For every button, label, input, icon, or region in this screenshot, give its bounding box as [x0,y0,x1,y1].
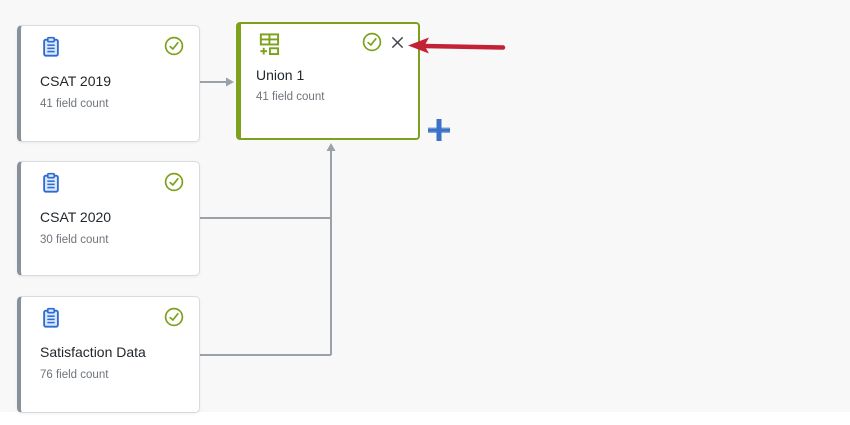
close-x-icon [391,36,404,48]
card-title: Satisfaction Data [40,344,146,360]
check-circle-icon [164,307,184,327]
source-card-csat-2019[interactable]: CSAT 2019 41 field count [17,25,200,142]
card-subtitle: 30 field count [40,234,109,246]
card-title: CSAT 2019 [40,73,112,89]
union-header-actions [362,32,406,52]
card-title: CSAT 2020 [40,209,112,225]
card-header [256,32,406,55]
check-circle-icon [362,32,382,52]
clipboard-dataset-icon [40,172,62,194]
union-node-card[interactable]: Union 1 41 field count [236,22,420,140]
union-table-icon [256,32,281,55]
card-header [40,307,184,329]
card-title: Union 1 [256,67,305,83]
clipboard-dataset-icon [40,36,62,58]
card-subtitle: 76 field count [40,369,109,381]
check-circle-icon [164,36,184,56]
add-step-button[interactable] [428,119,450,141]
card-subtitle: 41 field count [40,98,109,110]
clipboard-dataset-icon [40,307,62,329]
card-header [40,36,184,58]
plus-icon [428,119,450,141]
source-card-csat-2020[interactable]: CSAT 2020 30 field count [17,161,200,276]
check-circle-icon [164,172,184,192]
union-close-button[interactable] [389,34,406,51]
card-header [40,172,184,194]
source-card-satisfaction-data[interactable]: Satisfaction Data 76 field count [17,296,200,413]
card-subtitle: 41 field count [256,91,325,103]
